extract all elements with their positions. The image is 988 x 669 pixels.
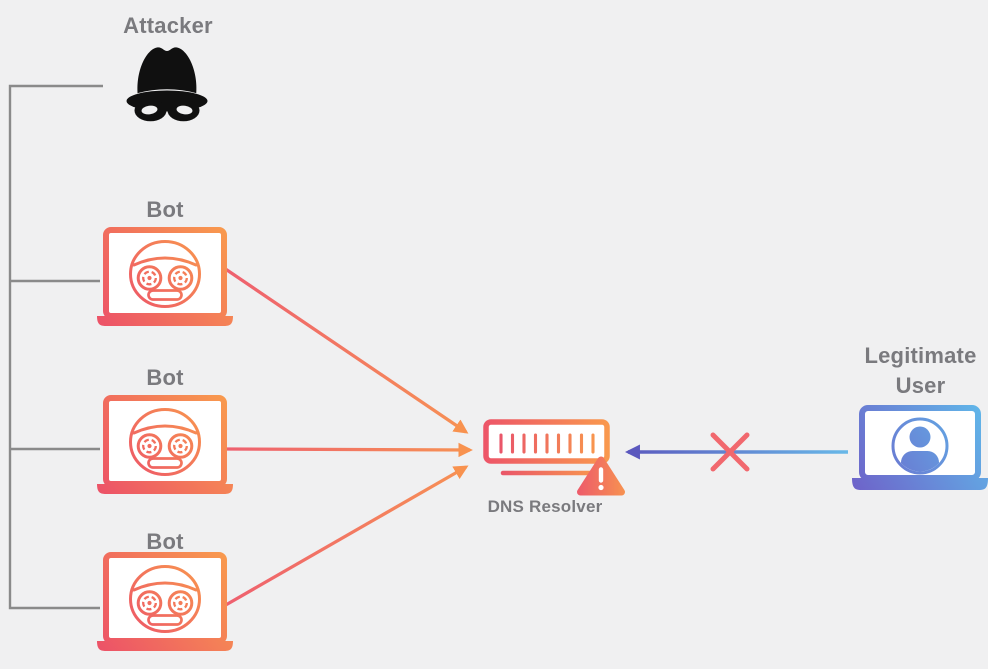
server-icon: [483, 419, 610, 476]
server-led-ticks: [499, 433, 595, 454]
bot-laptop-icon-3: [97, 555, 233, 651]
bot-attack-arrows: [223, 266, 473, 608]
bot-label-3: Bot: [146, 529, 184, 554]
attacker-label: Attacker: [123, 13, 213, 38]
user-laptop-icon: [852, 405, 988, 490]
bot-label-2: Bot: [146, 365, 184, 390]
bot-label-1: Bot: [146, 197, 184, 222]
spy-incognito-icon: [126, 47, 208, 122]
dns-resolver-label: DNS Resolver: [487, 497, 603, 516]
person-icon: [891, 417, 949, 475]
attack-arrow-2: [225, 442, 473, 458]
warning-triangle-icon: [577, 456, 625, 496]
legitimate-user-label: Legitimate User: [864, 343, 977, 398]
bot-laptop-icon-1: [97, 230, 233, 326]
attacker-bot-connector-lines: [8, 84, 103, 610]
bot-laptop-icon-2: [97, 398, 233, 494]
attack-arrow-3: [223, 465, 469, 608]
attack-arrow-1: [223, 266, 469, 434]
blocked-x-icon: [710, 432, 750, 472]
